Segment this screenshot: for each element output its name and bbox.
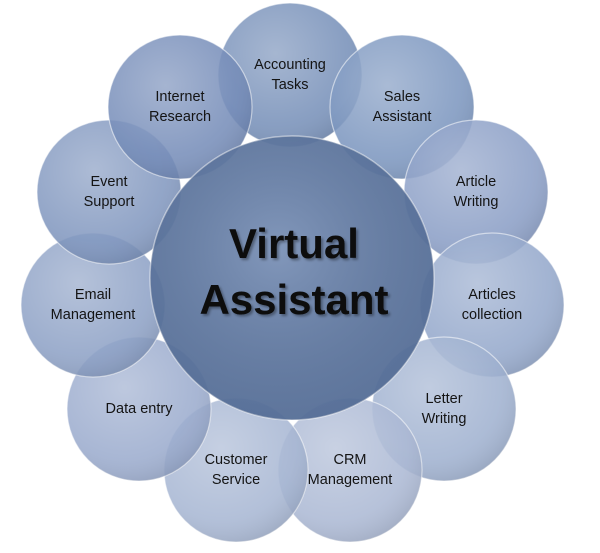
- satellite-label-crm-management: CRM Management: [308, 452, 393, 488]
- satellite-label-internet-research-line-1: Internet: [155, 89, 204, 105]
- satellite-shading-internet-research: [108, 35, 252, 179]
- satellite-label-accounting-tasks-line-2: Tasks: [271, 77, 308, 93]
- satellite-label-accounting-tasks-line-1: Accounting: [254, 57, 326, 73]
- satellite-label-customer-service-line-1: Customer: [205, 452, 268, 468]
- center-label-line-1: Virtual: [229, 220, 359, 267]
- satellite-shading-email-management: [21, 233, 165, 377]
- satellite-internet-research: [107, 34, 253, 180]
- satellite-label-articles-collection-line-2: collection: [462, 307, 522, 323]
- satellite-layer: AccountingTasksSalesAssistantArticleWrit…: [20, 2, 565, 543]
- satellite-label-email-management-line-2: Management: [51, 307, 136, 323]
- satellite-label-data-entry: Data entry: [106, 401, 174, 417]
- center-label-line-2: Assistant: [199, 276, 388, 323]
- center-shading: [150, 136, 434, 420]
- satellite-label-event-support-line-1: Event: [90, 174, 127, 190]
- satellite-shading-crm-management: [278, 398, 422, 542]
- satellite-label-data-entry-line-1: Data entry: [106, 401, 174, 417]
- satellite-crm-management: [277, 397, 423, 543]
- satellite-shading-accounting-tasks: [218, 3, 362, 147]
- satellite-accounting-tasks: [217, 2, 363, 148]
- satellite-label-article-writing-line-2: Writing: [454, 194, 499, 210]
- satellite-label-article-writing-line-1: Article: [456, 174, 496, 190]
- satellite-shading-article-writing: [404, 120, 548, 264]
- satellite-label-articles-collection: Articles collection: [462, 287, 522, 323]
- satellite-label-internet-research-line-2: Research: [149, 109, 211, 125]
- satellite-label-letter-writing-line-2: Writing: [422, 411, 467, 427]
- satellite-label-articles-collection-line-1: Articles: [468, 287, 516, 303]
- satellite-label-crm-management-line-1: CRM: [333, 452, 366, 468]
- satellite-email-management: [20, 232, 166, 378]
- satellite-label-email-management-line-1: Email: [75, 287, 111, 303]
- satellite-label-customer-service-line-2: Service: [212, 472, 260, 488]
- satellite-label-sales-assistant-line-1: Sales: [384, 89, 420, 105]
- satellite-label-crm-management-line-2: Management: [308, 472, 393, 488]
- satellite-label-event-support-line-2: Support: [84, 194, 135, 210]
- satellite-label-sales-assistant-line-2: Assistant: [373, 109, 432, 125]
- satellite-label-letter-writing-line-1: Letter: [425, 391, 462, 407]
